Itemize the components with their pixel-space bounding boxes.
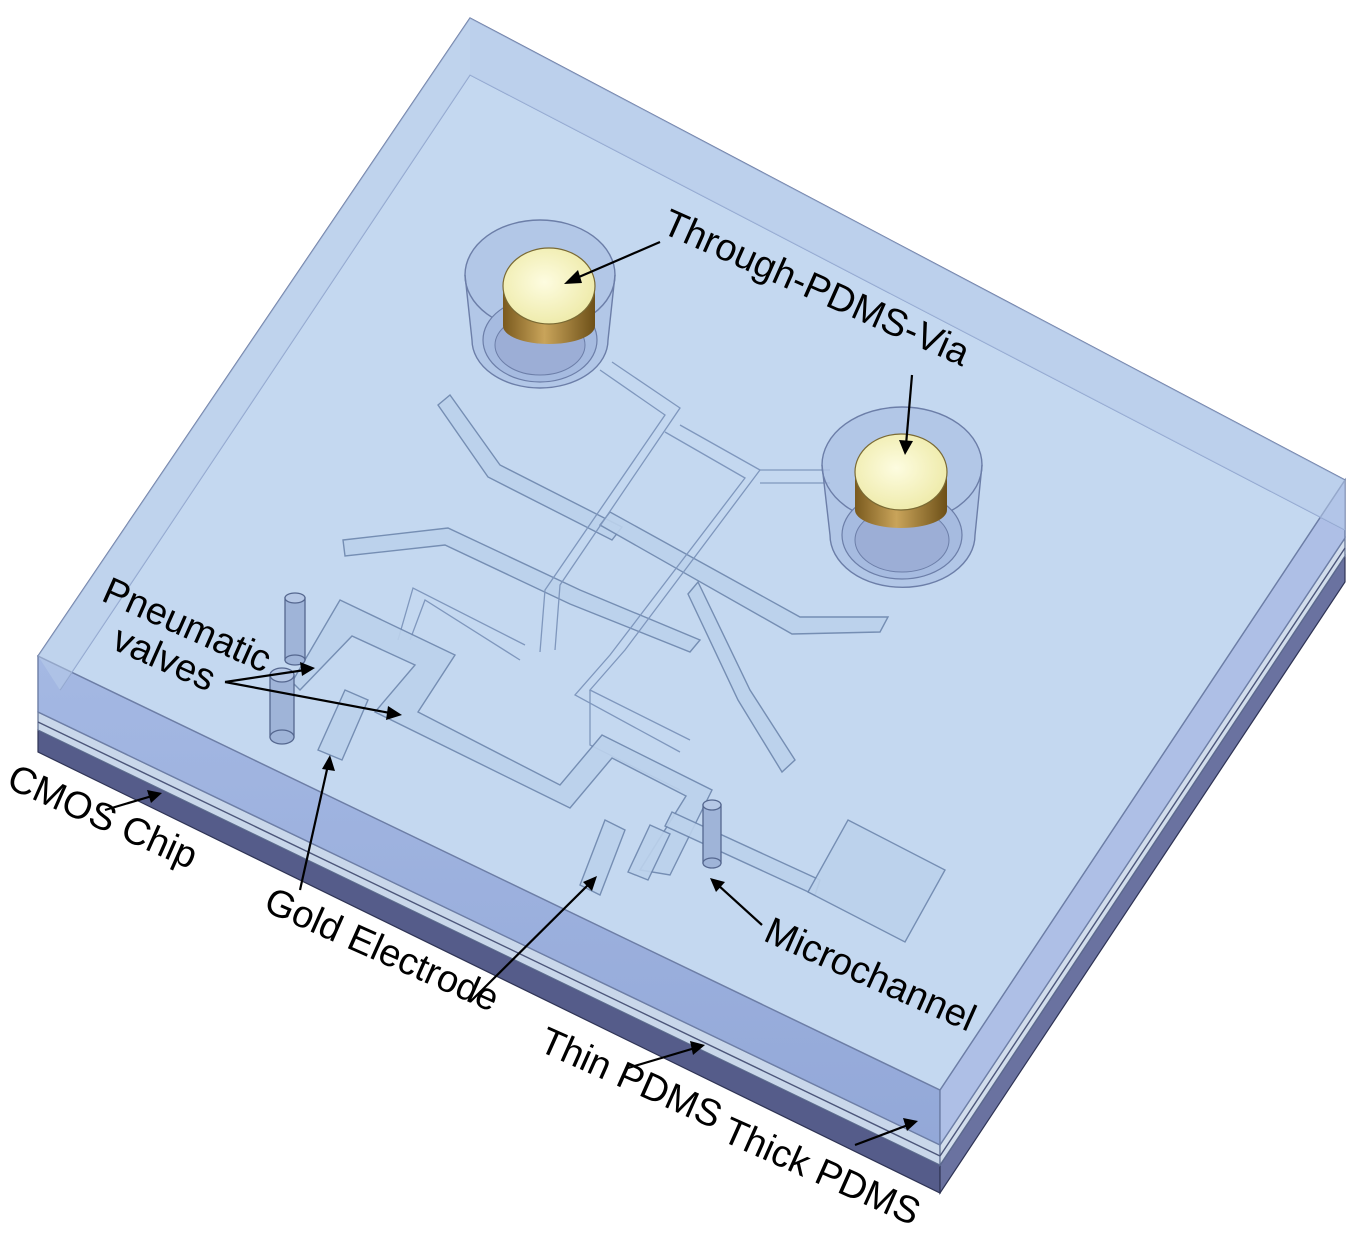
thick-pdms-block bbox=[36, 17, 1347, 1148]
through-pdms-via-right bbox=[821, 406, 983, 589]
through-pdms-via-left bbox=[464, 219, 616, 389]
valve-post-right bbox=[702, 799, 722, 869]
microchannel-network bbox=[291, 361, 946, 943]
valve-post-bottom-left bbox=[269, 667, 295, 745]
annotation-arrows bbox=[104, 240, 918, 1147]
valve-post-top-left bbox=[284, 592, 306, 666]
pneumatic-valve-posts bbox=[269, 592, 722, 869]
